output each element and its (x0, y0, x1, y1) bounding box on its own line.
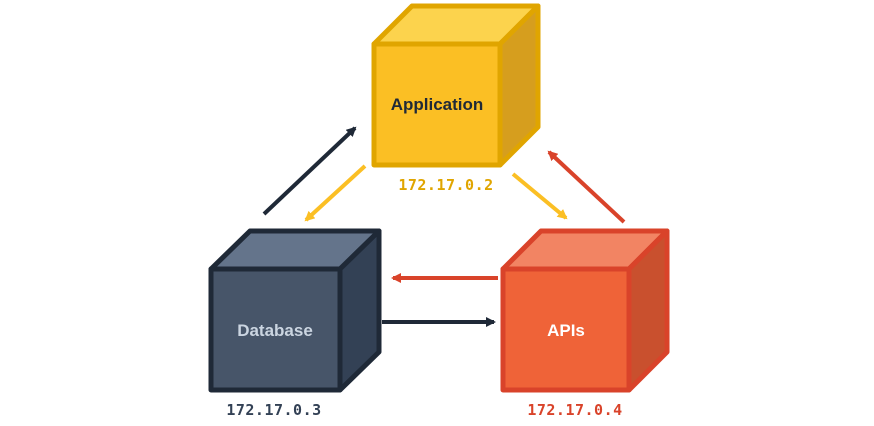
apis-cube-front (500, 266, 632, 393)
apis-label: APIs (547, 321, 585, 340)
arrow-application-to-apis (511, 172, 568, 220)
database-label: Database (237, 321, 313, 340)
database-cube: Database (208, 228, 382, 393)
arrow-application-to-database (304, 164, 367, 222)
database-cube-front (208, 266, 343, 393)
arrow-database-to-application (262, 126, 357, 216)
connections (262, 126, 626, 327)
apis-cube: APIs (500, 228, 670, 393)
database-ip: 172.17.0.3 (226, 401, 321, 419)
application-cube-front (371, 41, 503, 168)
application-ip: 172.17.0.2 (398, 176, 493, 194)
arrow-apis-to-application (547, 150, 626, 224)
application-label: Application (391, 95, 484, 114)
application-cube: Application (371, 3, 541, 168)
apis-ip: 172.17.0.4 (527, 401, 622, 419)
